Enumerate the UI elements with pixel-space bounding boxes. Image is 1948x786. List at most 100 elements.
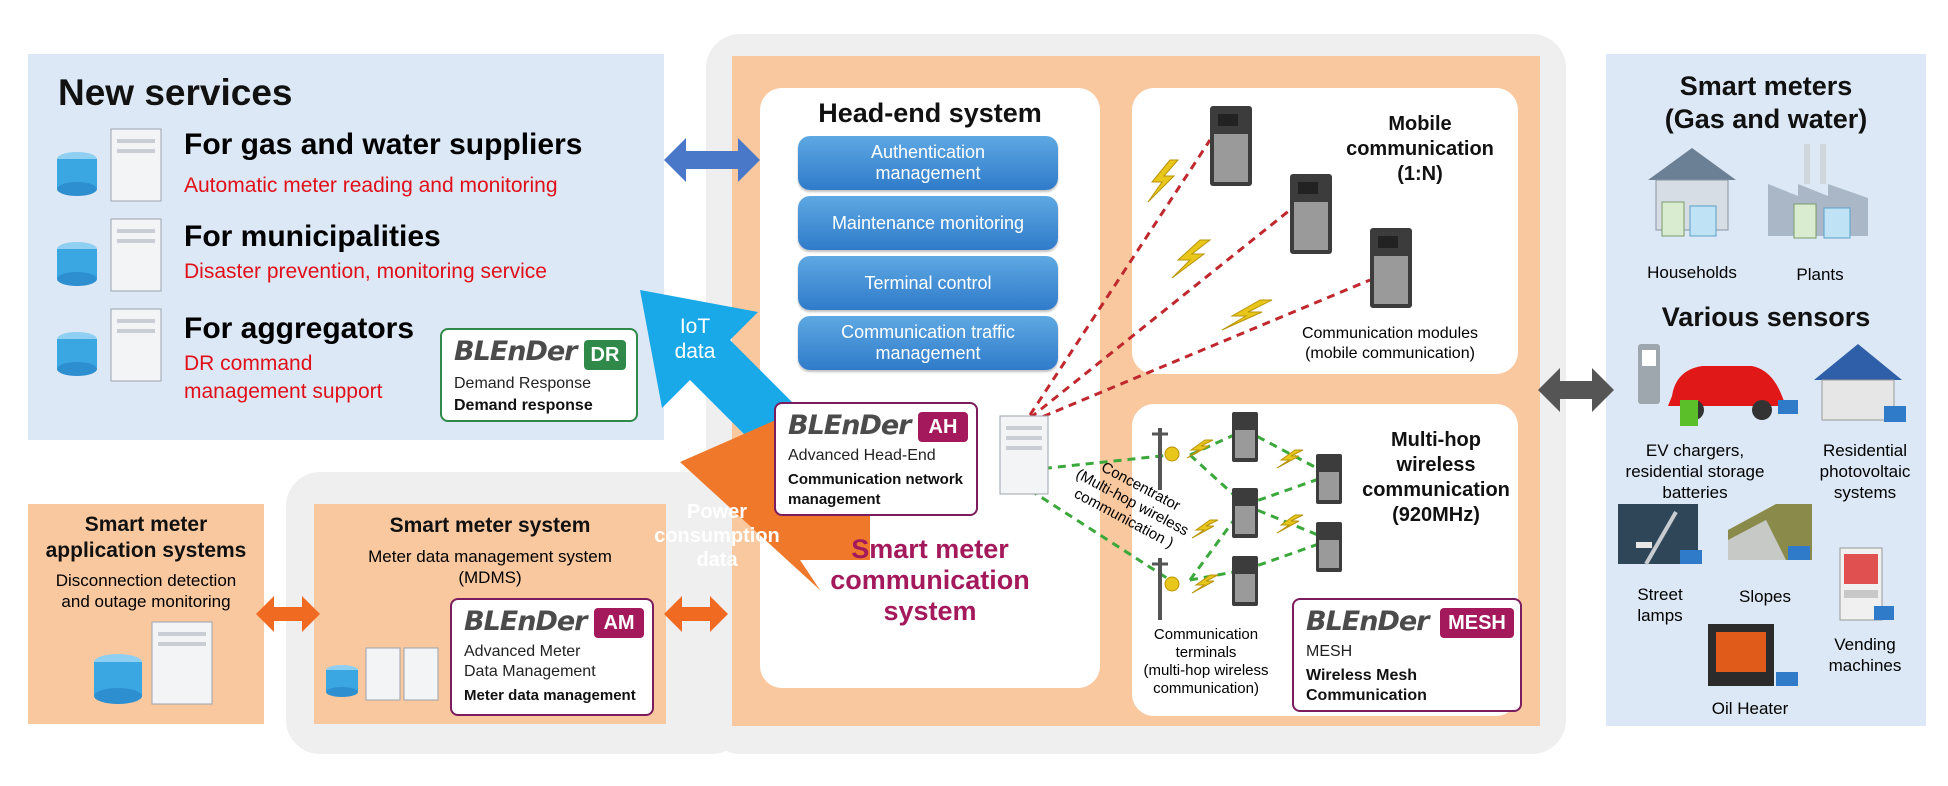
maintenance-monitoring-button: Maintenance monitoring (798, 196, 1058, 250)
am-line2: Data Management (464, 663, 596, 680)
sensors-title: Various sensors (1661, 302, 1871, 332)
households-label: Households (1647, 263, 1737, 282)
am-line3: Meter data management (464, 687, 636, 704)
server-db-icon-1 (57, 128, 162, 202)
service-subtitle-municipalities: Disaster prevention, monitoring service (184, 260, 547, 283)
service-title-aggregators: For aggregators (184, 312, 415, 345)
pv-3: systems (1833, 483, 1897, 502)
smc-line1: Smart meter (851, 534, 1009, 564)
iot-line2: data (674, 340, 716, 363)
services-double-arrow (664, 138, 760, 182)
service-subtitle-gas-water: Automatic meter reading and monitoring (184, 174, 558, 197)
app-server-db-icon (94, 621, 213, 705)
slopes-label: Slopes (1739, 587, 1791, 606)
app-desc-1: Disconnection detection (55, 571, 237, 590)
sensors-double-arrow (1538, 368, 1614, 412)
auth-line1: Authentication (870, 142, 986, 162)
terminals-3: (multi-hop wireless (1143, 662, 1269, 679)
app-title-1: Smart meter (84, 513, 208, 536)
plants-icon (1768, 144, 1868, 239)
terminal-control-button: Terminal control (798, 256, 1058, 310)
vending-2: machines (1828, 656, 1902, 675)
app-systems-panel (28, 504, 264, 724)
power-line1: Power (686, 501, 748, 523)
smart-meters-title: Smart meters (Gas and water) (1606, 70, 1926, 136)
pv-2: photovoltaic (1819, 462, 1911, 481)
pv-1: Residential (1822, 441, 1908, 460)
mesh-tag: MESH (1440, 608, 1514, 638)
app-systems-desc: Disconnection detection and outage monit… (28, 570, 264, 612)
sm-desc-1: Meter data management system (368, 547, 612, 566)
mobile-title: Mobile communication (1:N) (1340, 112, 1500, 187)
street-lamps-label: Street lamps (1620, 584, 1700, 626)
maint-line1: Maintenance monitoring (831, 212, 1025, 233)
dr-tag: DR (584, 340, 626, 370)
vending-1: Vending (1834, 635, 1896, 654)
photovoltaic-icon (1814, 344, 1906, 422)
smc-line3: system (883, 596, 977, 626)
app-systems-title: Smart meter application systems (28, 512, 264, 564)
mesh-link-1 (1029, 453, 1171, 472)
power-line3: data (696, 549, 738, 571)
terminals-4: communication) (1153, 680, 1259, 697)
terminal-line1: Terminal control (864, 272, 992, 293)
app-desc-2: and outage monitoring (61, 592, 231, 611)
mdms-server-icon (326, 647, 439, 701)
mobile-title-1: Mobile (1388, 113, 1452, 135)
street-2: lamps (1637, 606, 1683, 625)
mobile-module-icon-1 (1210, 106, 1252, 186)
traffic-line2: management (875, 343, 981, 363)
households-icon (1648, 148, 1736, 237)
app-double-arrow (256, 596, 320, 632)
mobile-modules-1: Communication modules (1301, 325, 1479, 342)
ev-label: EV chargers, residential storage batteri… (1600, 440, 1790, 503)
ev-3: batteries (1662, 483, 1728, 502)
mobile-link-1 (1028, 139, 1212, 416)
oil-heater-icon (1708, 624, 1798, 686)
sm-desc-2: (MDMS) (458, 568, 522, 587)
server-db-icon-2 (57, 218, 162, 292)
power-line2: consumption (654, 525, 780, 547)
pv-label: Residential photovoltaic systems (1800, 440, 1930, 503)
iot-line1: IoT (679, 315, 711, 338)
mobile-link-3 (1029, 278, 1371, 424)
vending-label: Vending machines (1810, 634, 1920, 676)
multihop-title-3: communication (1362, 479, 1510, 501)
blender-am-box: BLEnDer AM Advanced Meter Data Managemen… (450, 598, 654, 716)
ah-line3: management (788, 491, 881, 508)
terminals-2: terminals (1175, 644, 1237, 661)
multihop-title-4: (920MHz) (1392, 504, 1480, 526)
new-services-title: New services (58, 72, 293, 113)
dr-line1: Demand Response (454, 375, 591, 392)
head-end-server-icon (999, 415, 1049, 495)
blender-dr-box: BLEnDer DR Demand Response Demand respon… (440, 328, 638, 422)
blender-ah-box: BLEnDer AH Advanced Head-End Communicati… (774, 402, 978, 516)
dr-line2: Demand response (454, 397, 593, 414)
service-subtitle-aggregators-1: DR command (184, 352, 313, 375)
am-line1: Advanced Meter (464, 643, 581, 660)
head-end-title: Head-end system (818, 98, 1042, 128)
am-tag: AM (594, 608, 644, 638)
mobile-module-icon-3 (1370, 228, 1412, 308)
sm-title-2: (Gas and water) (1664, 104, 1868, 134)
concentrator-icon-2 (1152, 558, 1180, 620)
sm-system-desc: Meter data management system (MDMS) (314, 546, 666, 588)
sm-system-title: Smart meter system (389, 514, 591, 537)
service-title-gas-water: For gas and water suppliers (184, 128, 583, 161)
sm-title-1: Smart meters (1679, 71, 1853, 101)
concentrator-icon-1 (1152, 428, 1180, 490)
ah-line1: Advanced Head-End (788, 447, 936, 464)
ah-tag: AH (918, 412, 968, 442)
mdms-double-arrow (664, 596, 728, 632)
terminals-1: Communication (1153, 626, 1259, 643)
slope-icon (1728, 504, 1812, 560)
ev-1: EV chargers, (1645, 441, 1745, 460)
ev-2: residential storage (1625, 462, 1765, 481)
mobile-modules-2: (mobile communication) (1305, 345, 1475, 362)
service-subtitle-aggregators-2: management support (184, 380, 383, 403)
service-title-municipalities: For municipalities (184, 220, 441, 253)
traffic-line1: Communication traffic (841, 322, 1015, 342)
server-db-icon-3 (57, 308, 162, 382)
multihop-title-2: wireless (1396, 454, 1476, 476)
